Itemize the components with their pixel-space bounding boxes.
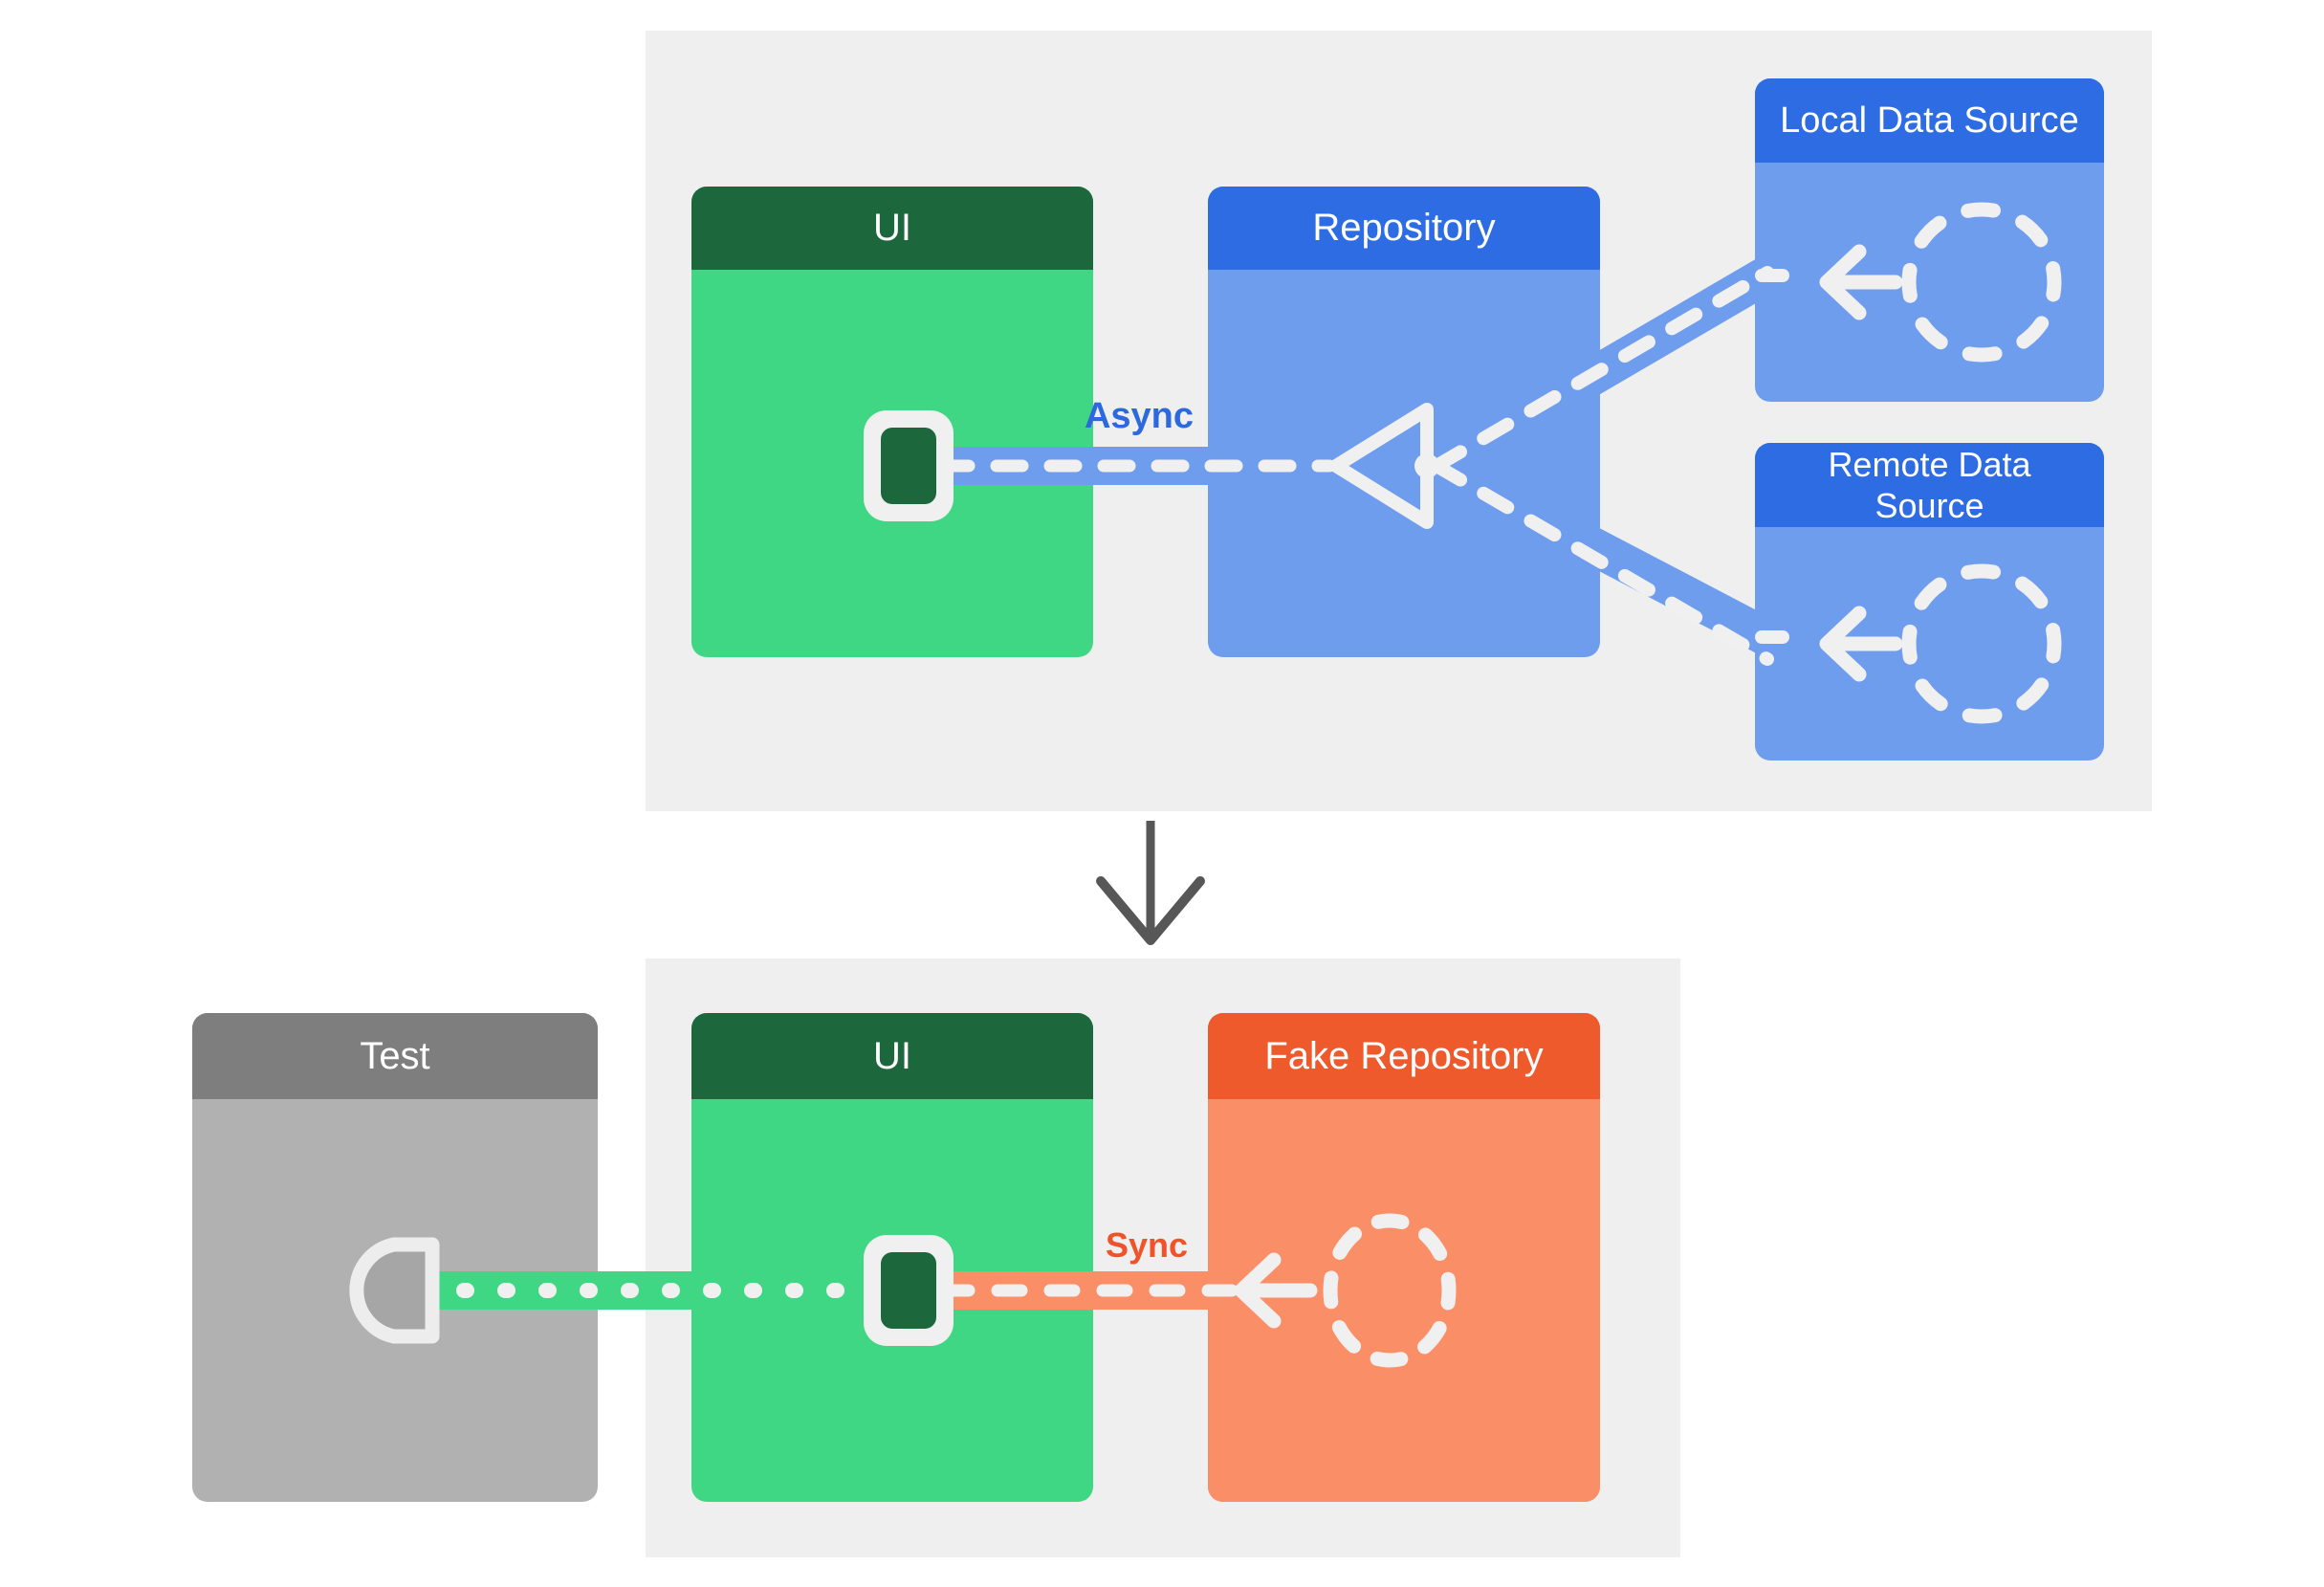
ui-box-test-header: UI: [691, 1013, 1093, 1099]
local-data-source-box: Local Data Source: [1755, 78, 2104, 402]
repository-box-title: Repository: [1312, 207, 1496, 249]
fake-repository-body: [1208, 1099, 1600, 1502]
ui-box-header: UI: [691, 187, 1093, 270]
local-data-source-title: Local Data Source: [1780, 99, 2079, 141]
ui-box-title: UI: [873, 207, 911, 249]
local-data-source-header: Local Data Source: [1755, 78, 2104, 163]
repository-box: Repository: [1208, 187, 1600, 657]
fake-repository-title: Fake Repository: [1264, 1034, 1544, 1077]
repository-box-header: Repository: [1208, 187, 1600, 270]
fake-repository-header: Fake Repository: [1208, 1013, 1600, 1099]
remote-data-source-header: Remote Data Source: [1755, 443, 2104, 527]
ui-box-production: UI: [691, 187, 1093, 657]
async-flow-label: Async: [1084, 396, 1194, 436]
test-box: Test: [192, 1013, 598, 1502]
sync-flow-label: Sync: [1105, 1225, 1188, 1265]
remote-data-source-box: Remote Data Source: [1755, 443, 2104, 760]
downward-arrow-icon: [1096, 821, 1205, 945]
test-box-header: Test: [192, 1013, 598, 1099]
remote-data-source-title: Remote Data Source: [1828, 444, 2031, 525]
test-box-title: Test: [360, 1034, 430, 1077]
ui-box-test-title: UI: [873, 1034, 911, 1077]
fake-repository-box: Fake Repository: [1208, 1013, 1600, 1502]
